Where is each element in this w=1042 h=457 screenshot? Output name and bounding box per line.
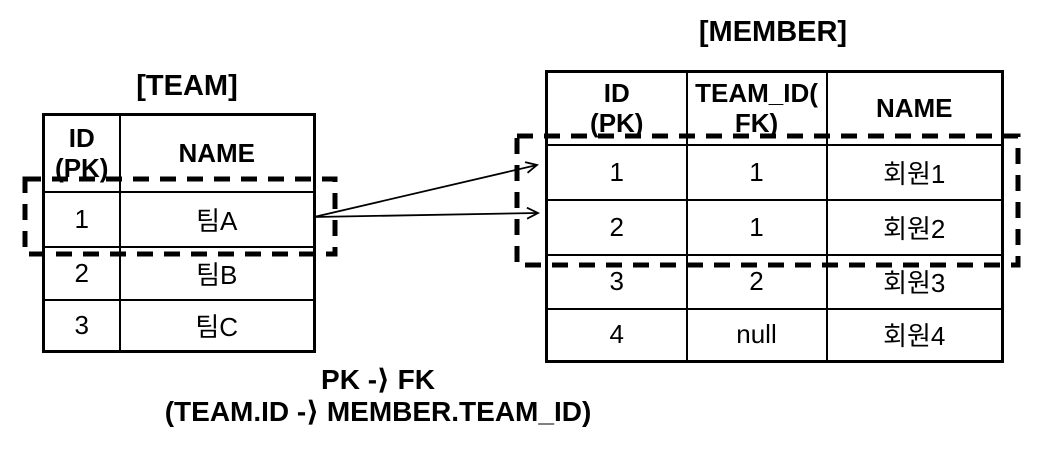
member-table-title: [MEMBER] <box>698 16 848 48</box>
team-table: ID (PK) NAME 1 팀A 2 팀B 3 팀C <box>42 113 316 353</box>
member-cell-id: 3 <box>545 253 688 310</box>
team-cell-name: 팀C <box>118 298 316 353</box>
team-header-name: NAME <box>118 113 316 193</box>
member-cell-team-id: 1 <box>685 198 828 256</box>
table-row: 2 1 회원2 <box>545 198 1004 256</box>
member-cell-team-id: 2 <box>685 253 828 310</box>
member-header-name: NAME <box>825 70 1004 146</box>
member-cell-name: 회원2 <box>825 198 1004 256</box>
table-row: 4 null 회원4 <box>545 307 1004 363</box>
table-row: 3 2 회원3 <box>545 253 1004 310</box>
team-header-row: ID (PK) NAME <box>42 113 316 193</box>
team-cell-name: 팀A <box>118 190 316 248</box>
team-cell-id: 2 <box>42 245 121 301</box>
relationship-caption: PK -⟩ FK (TEAM.ID -⟩ MEMBER.TEAM_ID) <box>108 364 648 427</box>
table-row: 1 1 회원1 <box>545 143 1004 201</box>
team-table-title: [TEAM] <box>136 70 238 102</box>
member-cell-team-id: 1 <box>685 143 828 201</box>
team-cell-id: 3 <box>42 298 121 353</box>
member-header-id-pk: ID (PK) <box>545 70 688 146</box>
fk-arrow-to-member-row1 <box>313 165 537 218</box>
member-header-row: ID (PK) TEAM_ID( FK) NAME <box>545 70 1004 146</box>
table-row: 1 팀A <box>42 190 316 248</box>
member-cell-id: 2 <box>545 198 688 256</box>
member-cell-name: 회원3 <box>825 253 1004 310</box>
table-row: 3 팀C <box>42 298 316 353</box>
caption-line-pk-fk: PK -⟩ FK <box>321 364 435 395</box>
team-header-id-pk: ID (PK) <box>42 113 121 193</box>
member-cell-team-id: null <box>685 307 828 363</box>
caption-line-mapping: (TEAM.ID -⟩ MEMBER.TEAM_ID) <box>164 395 592 427</box>
team-cell-name: 팀B <box>118 245 316 301</box>
member-table: ID (PK) TEAM_ID( FK) NAME 1 1 회원1 2 1 회원… <box>545 70 1004 363</box>
team-cell-id: 1 <box>42 190 121 248</box>
fk-arrow-to-member-row2 <box>313 213 538 217</box>
member-cell-name: 회원1 <box>825 143 1004 201</box>
member-cell-id: 4 <box>545 307 688 363</box>
member-cell-id: 1 <box>545 143 688 201</box>
member-cell-name: 회원4 <box>825 307 1004 363</box>
table-row: 2 팀B <box>42 245 316 301</box>
member-header-team-id-fk: TEAM_ID( FK) <box>685 70 828 146</box>
